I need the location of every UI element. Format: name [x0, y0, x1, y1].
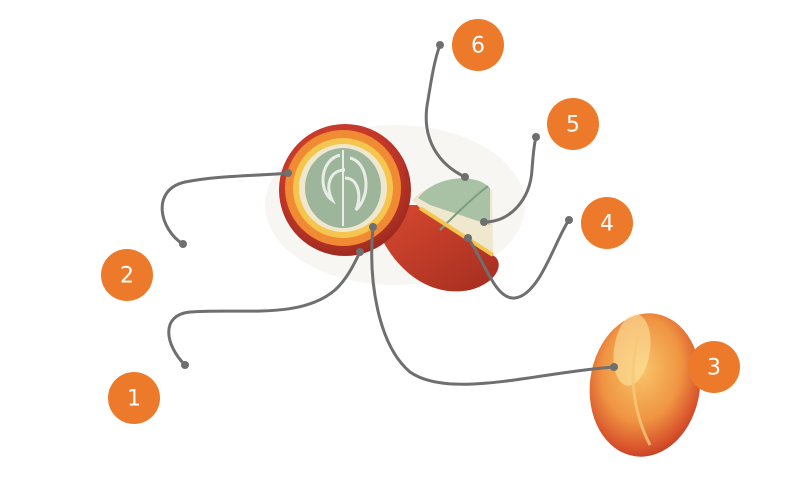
- leader-5-start-dot: [480, 218, 488, 226]
- callout-3-number: 3: [707, 356, 721, 381]
- leader-1: [167, 250, 362, 367]
- leader-6: [424, 43, 467, 179]
- callout-5-badge: [547, 98, 599, 150]
- mucilage-edge: [418, 206, 495, 257]
- callout-1[interactable]: 1: [108, 372, 160, 424]
- callout-6-badge: [452, 19, 504, 71]
- callout-1-badge: [108, 372, 160, 424]
- leader-6-start-dot: [461, 173, 469, 181]
- leader-2-start-dot: [179, 240, 187, 248]
- seed-crease: [631, 329, 652, 446]
- leader-6-end-dot: [436, 41, 444, 49]
- leader-1-start-dot: [181, 361, 189, 369]
- callout-5-number: 5: [566, 113, 580, 138]
- callout-2-badge: [101, 249, 153, 301]
- leader-3-end-dot: [610, 363, 618, 371]
- callout-6-number: 6: [471, 34, 485, 59]
- callout-6[interactable]: 6: [452, 19, 504, 71]
- leader-3: [370, 225, 616, 386]
- callout-2-number: 2: [120, 264, 134, 289]
- cherry-half-skin: [370, 205, 499, 292]
- bean-half-surface: [418, 178, 490, 225]
- callout-3-badge: [688, 341, 740, 393]
- callouts: 1 2 3 4 5 6: [101, 19, 740, 424]
- callout-3[interactable]: 3: [688, 341, 740, 393]
- leader-2-end-dot: [284, 169, 292, 177]
- cherry-half: [370, 178, 499, 292]
- leader-4-end-dot: [565, 216, 573, 224]
- bean-crease-right: [344, 156, 368, 212]
- coffee-seed: [589, 313, 701, 457]
- cherry-cross-section: [279, 124, 411, 256]
- leader-5-end-dot: [532, 133, 540, 141]
- leader-4: [466, 218, 571, 300]
- leader-2: [160, 171, 290, 246]
- callout-4-number: 4: [600, 212, 614, 237]
- callout-2[interactable]: 2: [101, 249, 153, 301]
- bean-crease-left: [321, 153, 346, 205]
- callout-5[interactable]: 5: [547, 98, 599, 150]
- callout-1-number: 1: [127, 387, 141, 412]
- seed-highlight: [613, 314, 651, 386]
- callout-4[interactable]: 4: [581, 197, 633, 249]
- leader-1-end-dot: [356, 248, 364, 256]
- leader-4-start-dot: [464, 234, 472, 242]
- leader-3-start-dot: [369, 223, 377, 231]
- leader-lines: [160, 41, 618, 386]
- callout-4-badge: [581, 197, 633, 249]
- leader-5: [482, 135, 538, 224]
